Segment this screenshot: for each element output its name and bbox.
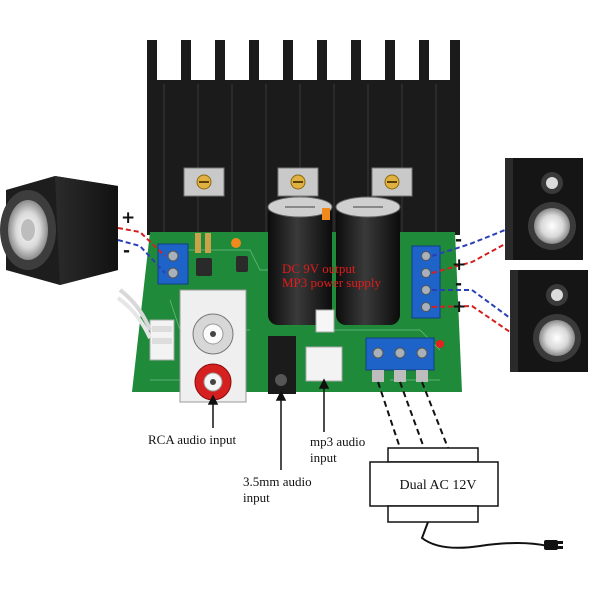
rca-jack-panel xyxy=(179,289,247,403)
rca-audio-input-label: RCA audio input xyxy=(148,432,237,447)
power-terminal-block xyxy=(365,337,435,382)
right-bottom-minus-mark: - xyxy=(455,274,463,294)
transformer-dashed-leads xyxy=(377,381,449,449)
left-speaker xyxy=(0,176,118,285)
transformer-label: Dual AC 12V xyxy=(399,478,477,493)
right-speaker-bottom xyxy=(510,270,588,372)
right-bottom-plus-mark: + xyxy=(452,297,467,317)
dc-output-note-line1: DC 9V output xyxy=(282,261,356,276)
white-connectors xyxy=(116,288,343,382)
dc-output-note-line2: MP3 power supply xyxy=(282,275,381,290)
power-transistors xyxy=(183,167,413,197)
mp3-audio-input-label-line1: mp3 audio xyxy=(310,434,366,449)
right-speaker-wires xyxy=(431,229,511,333)
right-top-plus-mark: + xyxy=(452,255,467,275)
filter-capacitors xyxy=(267,196,401,325)
mp3-audio-input-label-line2: input xyxy=(310,450,337,465)
jack-audio-input-label-line2: input xyxy=(243,490,270,505)
right-speaker-top xyxy=(505,158,583,260)
left-speaker-minus-mark: - xyxy=(123,241,131,261)
left-speaker-plus-mark: + xyxy=(121,208,136,228)
transformer xyxy=(369,447,499,523)
input-terminal-block xyxy=(157,243,189,285)
power-cord xyxy=(420,521,563,550)
label-pointer-lines xyxy=(207,378,330,470)
headphone-jack xyxy=(268,336,296,394)
right-top-minus-mark: - xyxy=(455,230,463,250)
jack-audio-input-label-line1: 3.5mm audio xyxy=(243,474,312,489)
small-components xyxy=(195,233,444,348)
